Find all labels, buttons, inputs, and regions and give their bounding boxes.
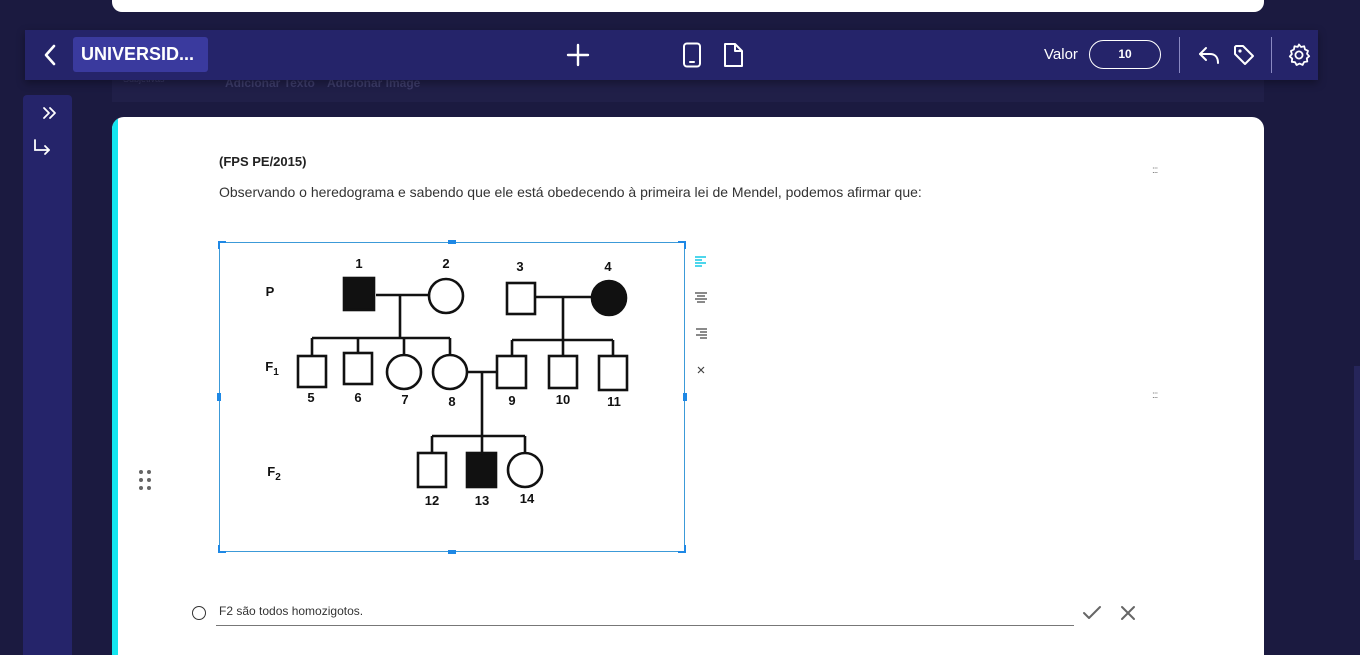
align-left-icon (695, 256, 706, 267)
delete-answer-button[interactable] (1116, 601, 1140, 625)
divider (1271, 37, 1272, 73)
individual-label: 6 (354, 390, 361, 405)
pedigree-image[interactable]: P F1 F2 1 2 3 4 5 6 7 8 9 10 11 12 13 14 (217, 240, 687, 554)
mobile-preview-button[interactable] (680, 40, 704, 70)
individual-label: 5 (307, 390, 314, 405)
valor-label: Valor (1044, 46, 1078, 63)
generation-label-f1: F1 (265, 359, 279, 378)
tag-icon (1234, 45, 1254, 65)
question-card: (FPS PE/2015) Observando o heredograma e… (112, 117, 1264, 655)
individual-label: 3 (516, 259, 523, 274)
resize-handle-sw[interactable] (218, 551, 226, 553)
move-question-button[interactable] (30, 135, 54, 161)
chevron-left-icon (44, 44, 56, 66)
generation-label-f2: F2 (267, 464, 281, 483)
individual-label: 7 (401, 392, 408, 407)
confirm-answer-button[interactable] (1080, 601, 1104, 625)
answer-radio[interactable] (192, 606, 206, 620)
scrollbar[interactable] (1354, 366, 1360, 560)
turn-down-right-icon (34, 139, 50, 155)
document-preview-button[interactable] (720, 40, 746, 70)
mobile-icon (683, 42, 701, 68)
individual-label: 10 (556, 392, 570, 407)
pedigree-diagram: P F1 F2 1 2 3 4 5 6 7 8 9 10 11 12 13 14 (265, 256, 629, 508)
resize-handle-ne[interactable] (678, 241, 686, 243)
resize-handle-sw[interactable] (218, 545, 220, 553)
individual-label: 9 (508, 393, 515, 408)
gear-icon (1288, 43, 1311, 66)
add-question-button[interactable] (563, 40, 593, 70)
individual-label: 2 (442, 256, 449, 271)
resize-handle-nw[interactable] (218, 241, 220, 249)
divider (1179, 37, 1180, 73)
double-chevron-right-icon (43, 107, 56, 119)
reply-icon (1199, 47, 1219, 64)
block-drag-handle[interactable]: ::: (1152, 165, 1158, 176)
resize-handle-s[interactable] (448, 550, 456, 554)
resize-handle-n[interactable] (448, 240, 456, 244)
assessment-title[interactable]: UNIVERSID... (73, 37, 208, 72)
individual-label: 1 (355, 256, 362, 271)
individual-label: 12 (425, 493, 439, 508)
individual-label: 11 (607, 394, 621, 409)
resize-handle-w[interactable] (217, 393, 221, 401)
resize-handle-se[interactable] (678, 551, 686, 553)
document-icon (724, 43, 743, 67)
side-panel (23, 95, 72, 655)
previous-question-card (112, 0, 1264, 12)
individual-label: 14 (520, 491, 535, 506)
question-source[interactable]: (FPS PE/2015) (219, 154, 307, 169)
align-right-button[interactable] (691, 324, 711, 344)
individual-label: 4 (604, 259, 612, 274)
check-icon (1083, 606, 1101, 619)
image-drag-handle[interactable]: ::: (1152, 390, 1158, 401)
tag-button[interactable] (1230, 41, 1258, 69)
expand-panel-button[interactable] (40, 101, 60, 125)
align-center-icon (695, 292, 707, 303)
active-card-accent (112, 117, 118, 655)
remove-image-button[interactable] (691, 360, 711, 380)
undo-button[interactable] (1195, 41, 1223, 69)
resize-handle-se[interactable] (684, 545, 686, 553)
close-icon (1121, 606, 1135, 620)
settings-button[interactable] (1284, 40, 1314, 70)
question-prompt[interactable]: Observando o heredograma e sabendo que e… (219, 184, 922, 200)
align-center-button[interactable] (691, 288, 711, 308)
close-icon (697, 366, 705, 374)
resize-handle-ne[interactable] (684, 241, 686, 249)
answer-input[interactable]: F2 são todos homozigotos. (216, 604, 1074, 626)
align-left-button[interactable] (691, 252, 711, 272)
plus-icon (566, 43, 590, 67)
resize-handle-e[interactable] (683, 393, 687, 401)
valor-input[interactable]: 10 (1089, 40, 1161, 69)
back-button[interactable] (35, 40, 65, 70)
question-drag-handle[interactable] (137, 469, 153, 491)
align-right-icon (696, 328, 707, 339)
generation-label-p: P (266, 284, 275, 299)
drag-handle-icon (139, 470, 151, 490)
individual-label: 13 (475, 493, 489, 508)
resize-handle-nw[interactable] (218, 241, 226, 243)
individual-label: 8 (448, 394, 455, 409)
editor-header: UNIVERSID... Valor 10 (25, 30, 1318, 80)
